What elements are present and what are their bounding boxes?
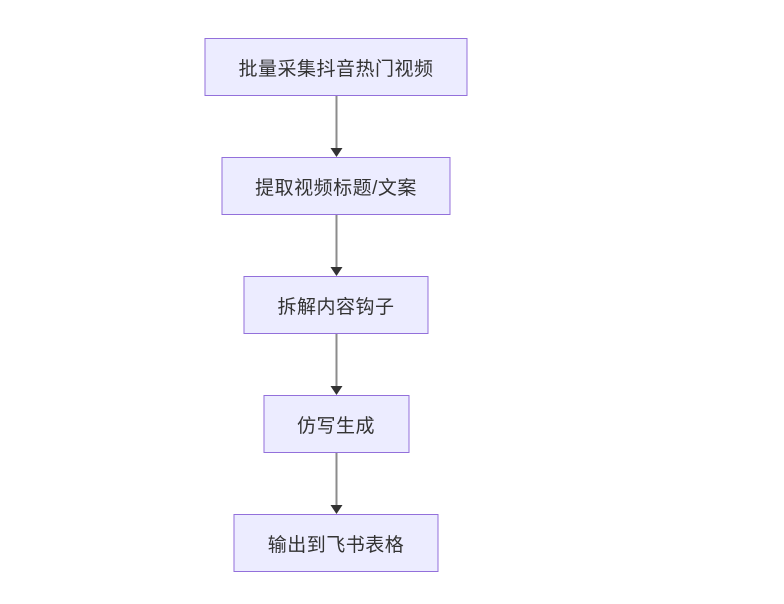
flow-node-label: 仿写生成 (296, 415, 376, 437)
arrowhead-down-icon (329, 505, 342, 514)
arrowhead-down-icon (329, 267, 342, 276)
flow-node-label: 输出到飞书表格 (267, 534, 405, 556)
arrowhead-down-icon (329, 148, 342, 157)
arrow-line (334, 215, 337, 267)
flow-arrow (329, 453, 342, 514)
flow-arrow (329, 96, 342, 157)
flow-node-extract: 提取视频标题/文案 (221, 157, 451, 215)
flow-node-label: 批量采集抖音热门视频 (238, 58, 434, 80)
flow-node-output: 输出到飞书表格 (233, 514, 439, 572)
flow-node-generate: 仿写生成 (262, 395, 410, 453)
flow-arrow (329, 215, 342, 276)
arrow-line (334, 453, 337, 505)
flow-column: 批量采集抖音热门视频 提取视频标题/文案 拆解内容钩子 仿写生成 (204, 38, 468, 572)
arrow-line (334, 96, 337, 148)
arrowhead-down-icon (329, 386, 342, 395)
flow-node-label: 拆解内容钩子 (277, 296, 395, 318)
flow-node-label: 提取视频标题/文案 (255, 177, 417, 199)
arrow-line (334, 334, 337, 386)
flow-node-analyze: 拆解内容钩子 (243, 276, 429, 334)
flow-node-collect: 批量采集抖音热门视频 (204, 38, 468, 96)
flow-arrow (329, 334, 342, 395)
